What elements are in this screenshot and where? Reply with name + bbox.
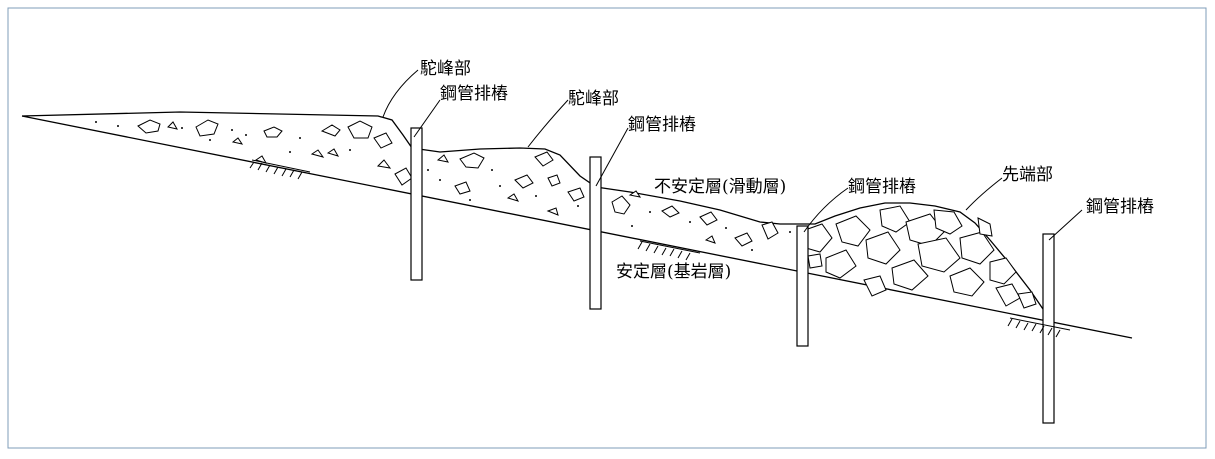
slip-surface-line — [21, 115, 1133, 339]
label-toe: 先端部 — [1002, 165, 1053, 185]
label-unstable-layer: 不安定層(滑動層) — [654, 177, 786, 197]
toe-cobbles — [804, 205, 1037, 309]
steel-pipe-pile-3 — [796, 225, 809, 347]
label-pile-2: 鋼管排樁 — [628, 115, 696, 135]
label-pile-1: 鋼管排樁 — [440, 84, 508, 104]
label-hump-1: 駝峰部 — [420, 59, 471, 79]
leader-lines — [382, 69, 1083, 241]
bedrock-hatch-marks — [249, 159, 1071, 338]
steel-pipe-pile-2 — [589, 156, 602, 310]
label-stable-layer: 安定層(基岩層) — [616, 262, 731, 282]
label-pile-3: 鋼管排樁 — [848, 177, 916, 197]
gravel-dots — [95, 121, 791, 251]
label-hump-2: 駝峰部 — [568, 89, 619, 109]
debris-rocks — [137, 119, 779, 247]
steel-pipe-pile-4 — [1042, 233, 1055, 424]
label-pile-4: 鋼管排樁 — [1086, 197, 1154, 217]
steel-pipe-pile-1 — [410, 127, 423, 281]
figure-frame — [7, 7, 1207, 449]
